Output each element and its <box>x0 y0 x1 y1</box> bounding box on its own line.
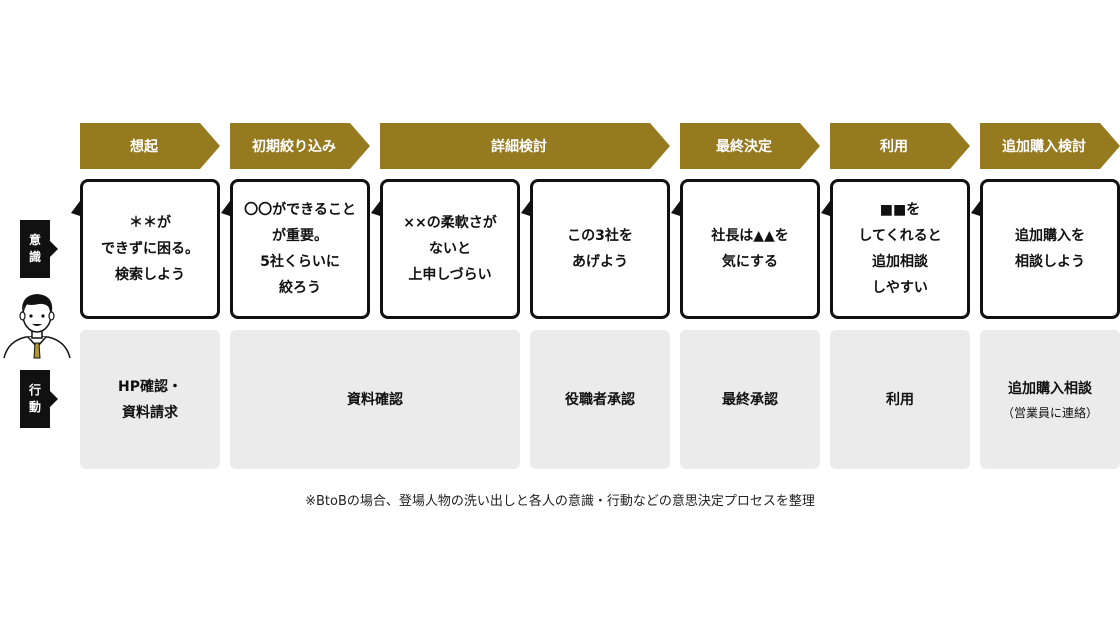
thought-bubble-4: この3社を あげよう <box>521 179 670 319</box>
stage-arrow-additional-purchase: 追加購入検討 <box>980 123 1120 169</box>
thought-bubble-3: ××の柔軟さが ないと 上申しづらい <box>371 179 520 319</box>
stage-label: 詳細検討 <box>491 139 547 155</box>
stage-label: 想起 <box>130 139 158 155</box>
stage-label: 最終決定 <box>716 139 772 155</box>
row-label-thoughts-arrow <box>50 241 58 257</box>
bubble-tail <box>671 197 683 217</box>
thought-bubble-7: 追加購入を 相談しよう <box>971 179 1120 319</box>
action-box-3: 役職者承認 <box>530 330 670 469</box>
bubble-tail <box>521 197 533 217</box>
thought-bubble-2: 〇〇ができること が重要。 5社くらいに 絞ろう <box>221 179 370 319</box>
footnote: ※BtoBの場合、登場人物の洗い出しと各人の意識・行動などの意思決定プロセスを整… <box>305 494 815 509</box>
thought-bubble-5: 社長は▲▲を 気にする <box>671 179 820 319</box>
stage-label: 追加購入検討 <box>1002 139 1086 155</box>
action-box-4: 最終承認 <box>680 330 820 469</box>
stage-arrow-initial-screening: 初期絞り込み <box>230 123 370 169</box>
stage-arrow-usage: 利用 <box>830 123 970 169</box>
bubble-tail <box>71 197 83 217</box>
thought-bubble-6: ■■を してくれると 追加相談 しやすい <box>821 179 970 319</box>
stage-arrow-final-decision: 最終決定 <box>680 123 820 169</box>
thought-bubble-1: ＊＊が できずに困る。 検索しよう <box>71 179 220 319</box>
stage-label: 利用 <box>880 139 908 155</box>
stage-label: 初期絞り込み <box>252 139 336 155</box>
action-box-6: 追加購入相談 （営業員に連絡） <box>980 330 1120 469</box>
bubble-tail <box>971 197 983 217</box>
action-box-5: 利用 <box>830 330 970 469</box>
businessperson-icon <box>3 294 71 359</box>
row-label-actions-arrow <box>50 391 58 407</box>
row-label-actions: 行 動 <box>20 370 50 428</box>
bubble-tail <box>371 197 383 217</box>
stage-arrow-detailed-review: 詳細検討 <box>380 123 670 169</box>
bubble-tail <box>821 197 833 217</box>
stage-arrow-recall: 想起 <box>80 123 220 169</box>
row-label-thoughts: 意 識 <box>20 220 50 278</box>
action-box-2: 資料確認 <box>230 330 520 469</box>
bubble-tail <box>221 197 233 217</box>
action-box-1: HP確認・ 資料請求 <box>80 330 220 469</box>
